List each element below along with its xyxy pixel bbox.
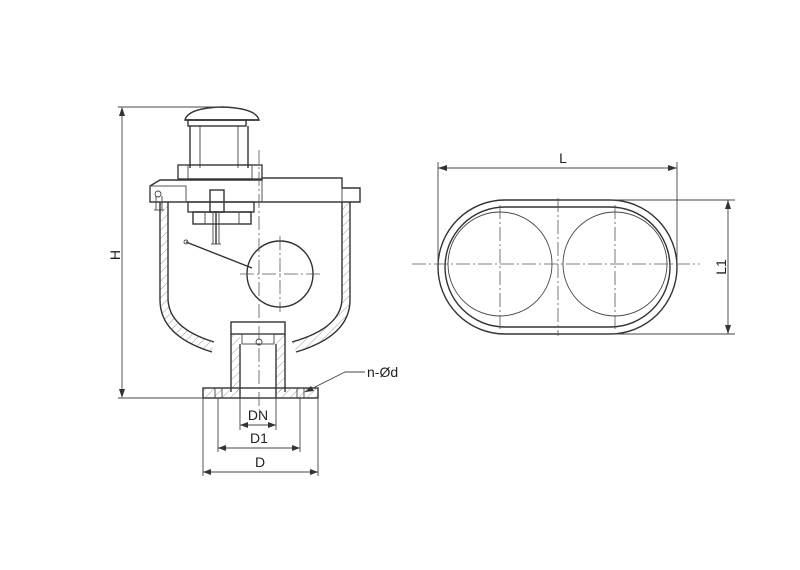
valve-mechanism bbox=[183, 189, 255, 269]
dn-dimension: DN bbox=[239, 398, 277, 430]
valve-front-view: H DN D1 D bbox=[107, 106, 398, 476]
width-dimension: L1 bbox=[560, 199, 735, 335]
d-label: D bbox=[255, 454, 265, 470]
d1-label: D1 bbox=[250, 430, 268, 446]
dn-label: DN bbox=[248, 407, 268, 423]
bottom-flange bbox=[202, 387, 319, 399]
length-dimension: L bbox=[437, 150, 678, 264]
valve-top-view: L L1 bbox=[412, 150, 735, 336]
height-dimension: H bbox=[107, 106, 222, 399]
valve-body bbox=[159, 202, 351, 353]
valve-cover bbox=[149, 177, 361, 211]
d-dimension: D bbox=[202, 398, 319, 476]
d1-dimension: D1 bbox=[217, 398, 301, 452]
bolt-holes-label: n-Ød bbox=[367, 364, 398, 380]
length-label: L bbox=[559, 150, 567, 166]
inlet-neck bbox=[230, 321, 286, 398]
float-ball bbox=[240, 236, 322, 312]
height-label: H bbox=[107, 250, 123, 260]
width-label: L1 bbox=[713, 259, 729, 275]
top-cap bbox=[177, 106, 263, 180]
bolt-hole-leader: n-Ød bbox=[304, 364, 398, 393]
